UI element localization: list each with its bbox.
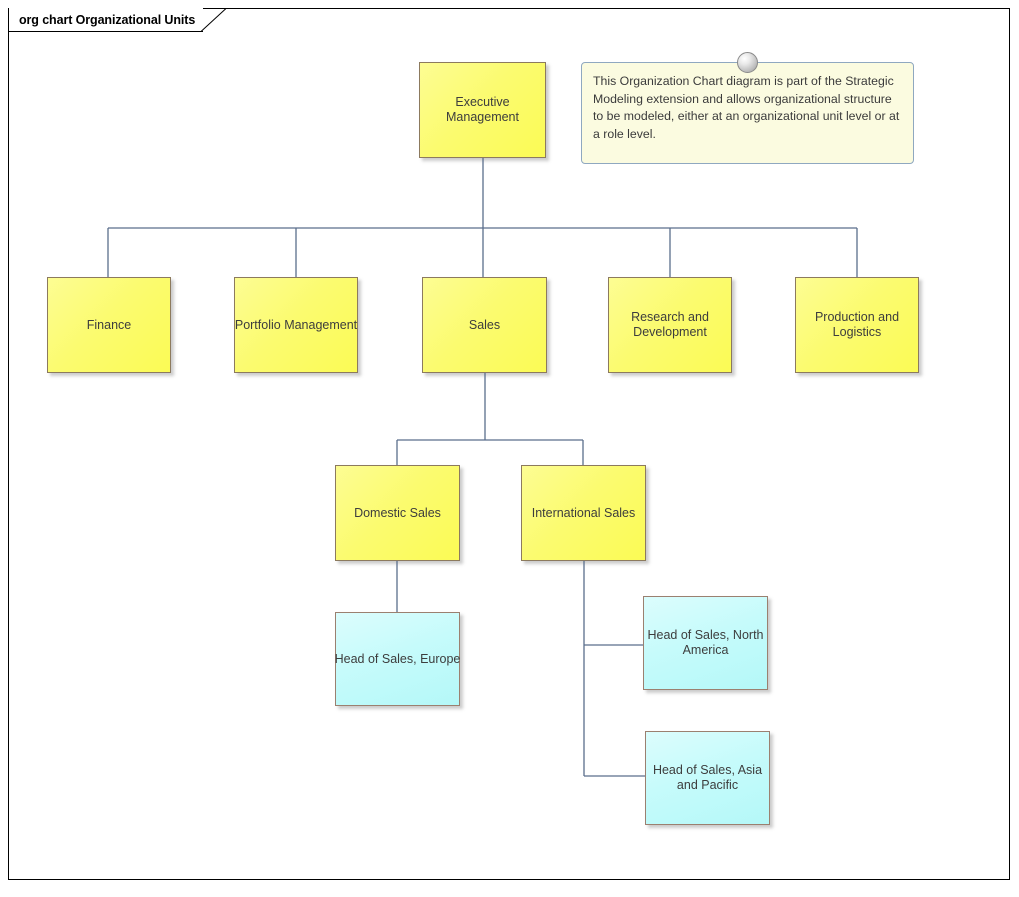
node-label: Sales	[468, 317, 501, 332]
diagram-tab-label: org chart Organizational Units	[19, 12, 196, 27]
node-executive-management[interactable]: Executive Management	[419, 62, 546, 158]
note-anchor-sphere-icon	[737, 52, 758, 73]
node-domestic-sales[interactable]: Domestic Sales	[335, 465, 460, 561]
note-text: This Organization Chart diagram is part …	[593, 74, 900, 141]
node-head-of-sales-europe[interactable]: Head of Sales, Europe	[335, 612, 460, 706]
node-international-sales[interactable]: International Sales	[521, 465, 646, 561]
node-label: Production and Logistics	[814, 310, 900, 339]
node-label: Executive Management	[446, 95, 519, 124]
node-label: Finance	[86, 317, 132, 332]
diagram-tab-body[interactable]: org chart Organizational Units	[8, 8, 204, 32]
tab-slant-edge-icon	[200, 8, 227, 32]
node-finance[interactable]: Finance	[47, 277, 171, 373]
node-label: Domestic Sales	[354, 505, 441, 520]
node-label: International Sales	[531, 505, 636, 520]
diagram-note[interactable]: This Organization Chart diagram is part …	[581, 62, 914, 164]
node-label: Head of Sales, Europe	[334, 651, 461, 666]
node-research-and-development[interactable]: Research and Development	[608, 277, 732, 373]
node-label: Head of Sales, North America	[647, 628, 764, 657]
node-label: Research and Development	[631, 310, 709, 339]
node-sales[interactable]: Sales	[422, 277, 547, 373]
node-portfolio-management[interactable]: Portfolio Management	[234, 277, 358, 373]
node-label: Portfolio Management	[234, 317, 358, 332]
node-head-of-sales-asia-and-pacific[interactable]: Head of Sales, Asia and Pacific	[645, 731, 770, 825]
node-head-of-sales-north-america[interactable]: Head of Sales, North America	[643, 596, 768, 690]
node-production-and-logistics[interactable]: Production and Logistics	[795, 277, 919, 373]
node-label: Head of Sales, Asia and Pacific	[652, 763, 763, 792]
